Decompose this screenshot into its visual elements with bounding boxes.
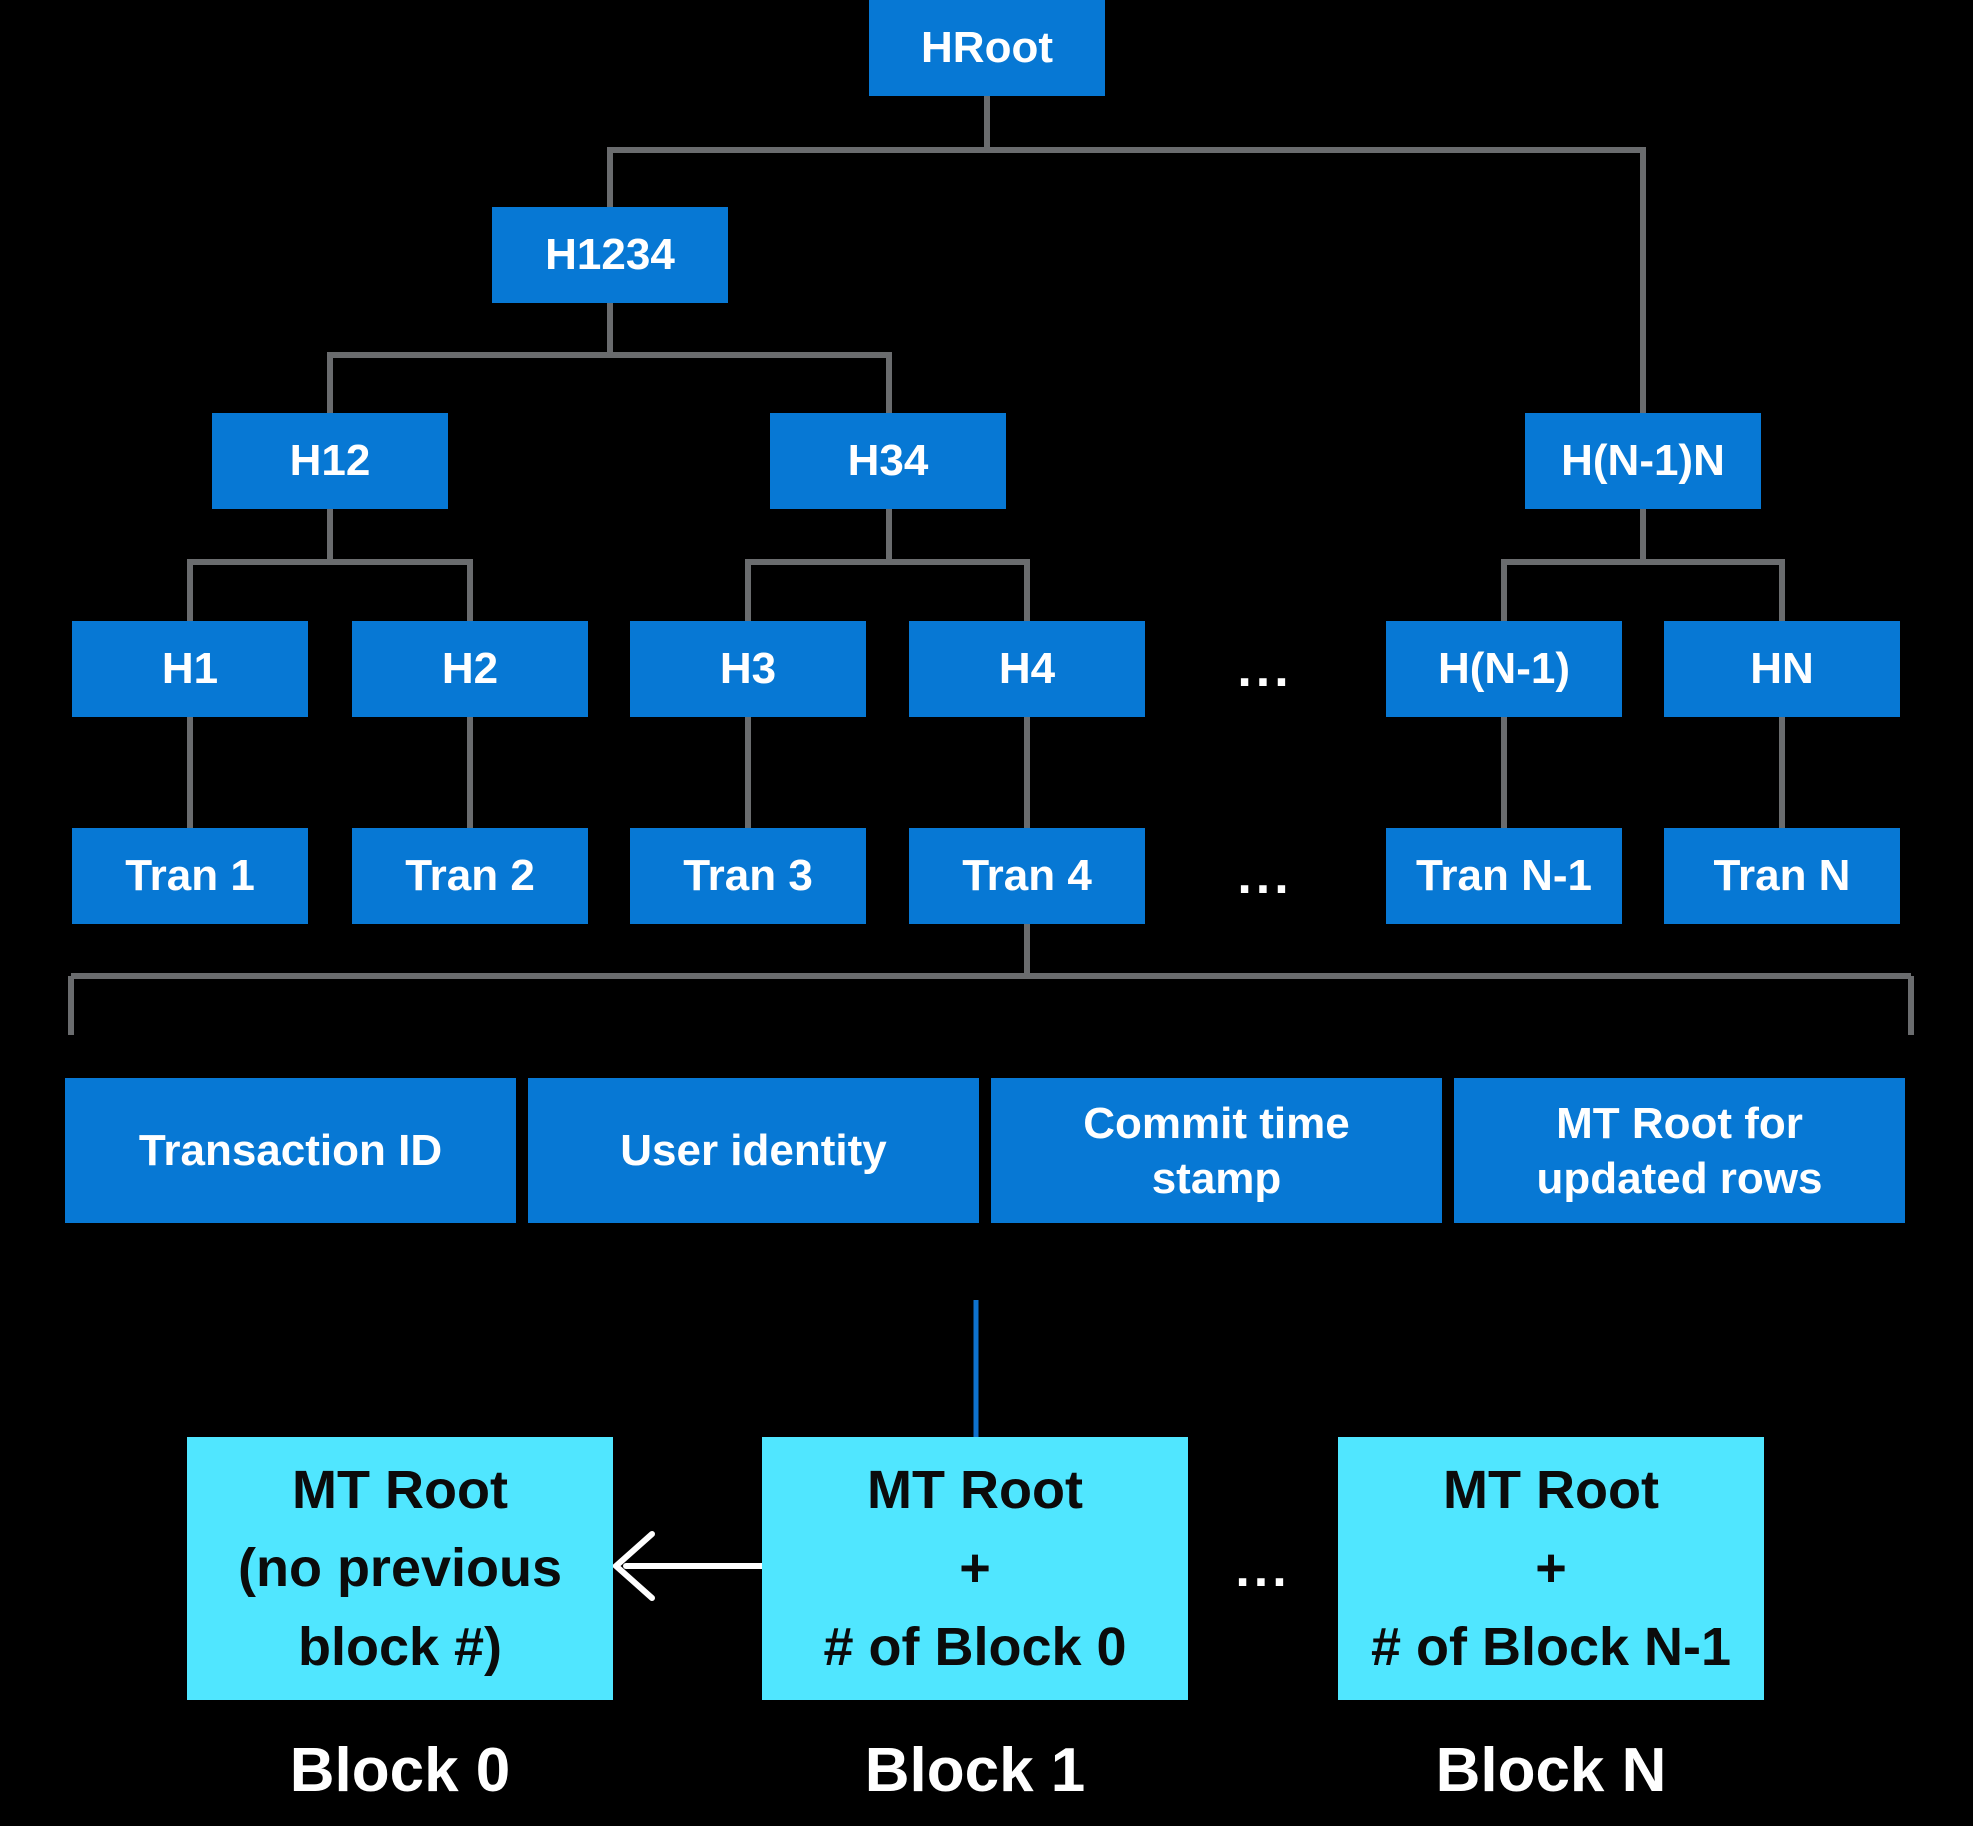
field-line: Commit time bbox=[1083, 1098, 1350, 1148]
node-h1234: H1234 bbox=[492, 207, 728, 303]
node-hn1n: H(N-1)N bbox=[1525, 413, 1761, 509]
ellipsis-block-row: ... bbox=[1235, 1539, 1291, 1598]
blockn-label: Block N bbox=[1435, 1735, 1667, 1805]
block0-label: Block 0 bbox=[289, 1735, 511, 1805]
node-tran2: Tran 2 bbox=[352, 828, 588, 924]
block-line: + bbox=[1535, 1538, 1567, 1599]
block-line: MT Root bbox=[867, 1460, 1083, 1521]
node-hn: HN bbox=[1664, 621, 1900, 717]
node-tran1: Tran 1 bbox=[72, 828, 308, 924]
field-transaction-id: Transaction ID bbox=[65, 1078, 516, 1223]
block-line: + bbox=[959, 1538, 991, 1599]
node-trann1: Tran N-1 bbox=[1386, 828, 1622, 924]
node-hn1: H(N-1) bbox=[1386, 621, 1622, 717]
field-line: stamp bbox=[1151, 1153, 1282, 1203]
blockn-box: MT Root + # of Block N-1 bbox=[1338, 1437, 1764, 1700]
node-tran4: Tran 4 bbox=[909, 828, 1145, 924]
block-line: MT Root bbox=[292, 1460, 508, 1521]
field-user-identity: User identity bbox=[528, 1078, 979, 1223]
node-h3: H3 bbox=[630, 621, 866, 717]
field-commit-timestamp: Commit time stamp bbox=[991, 1078, 1442, 1223]
block-line: # of Block N-1 bbox=[1370, 1616, 1732, 1677]
block-line: # of Block 0 bbox=[823, 1616, 1127, 1677]
node-h12: H12 bbox=[212, 413, 448, 509]
ellipsis-hash-row: ... bbox=[1237, 640, 1293, 698]
block-line: MT Root bbox=[1443, 1460, 1659, 1521]
block-line: (no previous bbox=[237, 1538, 563, 1599]
node-tran3: Tran 3 bbox=[630, 828, 866, 924]
arrow-head-icon bbox=[611, 1531, 655, 1601]
field-mt-root-updated-rows: MT Root for updated rows bbox=[1454, 1078, 1905, 1223]
node-h4: H4 bbox=[909, 621, 1145, 717]
node-h1: H1 bbox=[72, 621, 308, 717]
block1-label: Block 1 bbox=[864, 1735, 1086, 1805]
node-hroot: HRoot bbox=[869, 0, 1105, 96]
field-line: User identity bbox=[620, 1126, 887, 1175]
block-line: block #) bbox=[297, 1616, 503, 1677]
node-h2: H2 bbox=[352, 621, 588, 717]
field-line: updated rows bbox=[1536, 1153, 1823, 1203]
transaction-detail-bar: Transaction ID User identity Commit time… bbox=[65, 1078, 1905, 1223]
field-line: Transaction ID bbox=[138, 1126, 443, 1175]
block1-box: MT Root + # of Block 0 bbox=[762, 1437, 1188, 1700]
node-h34: H34 bbox=[770, 413, 1006, 509]
node-trann: Tran N bbox=[1664, 828, 1900, 924]
field-line: MT Root for bbox=[1556, 1098, 1803, 1148]
ellipsis-tran-row: ... bbox=[1237, 847, 1293, 905]
block0-box: MT Root (no previous block #) bbox=[187, 1437, 613, 1700]
